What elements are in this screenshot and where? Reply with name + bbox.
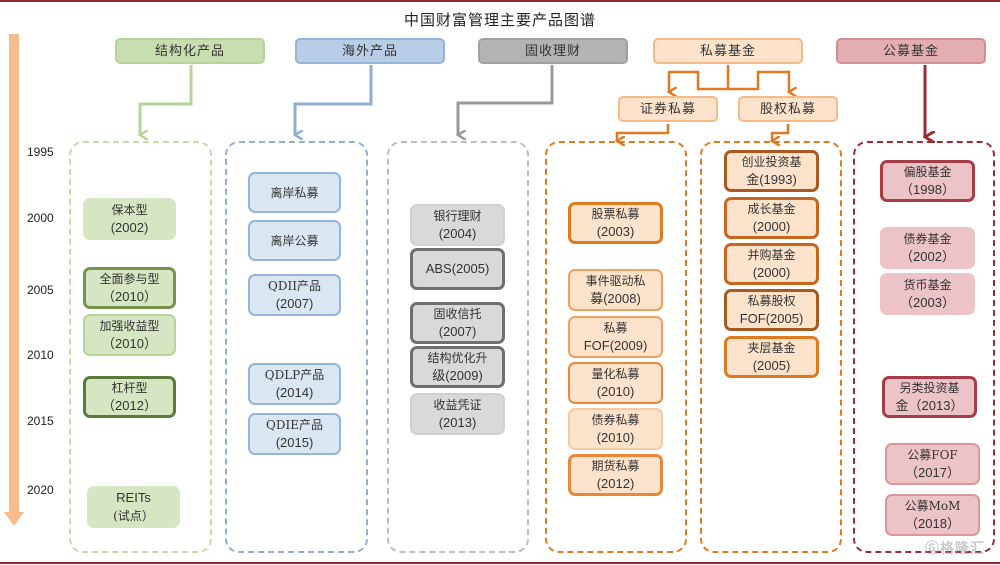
connector-overseas xyxy=(295,65,373,135)
column-fixed-income xyxy=(387,141,529,553)
product-box: REITs(试点） xyxy=(87,486,180,528)
product-box: 离岸公募 xyxy=(248,220,341,261)
column-securities-private xyxy=(545,141,687,553)
column-equity-private xyxy=(700,141,842,553)
product-box: 股票私募(2003) xyxy=(568,202,663,244)
product-box: 加强收益型（2010） xyxy=(83,314,176,356)
product-box: 全面参与型（2010） xyxy=(83,267,176,309)
connector-private-split-right xyxy=(728,70,789,92)
connector-securities-private xyxy=(617,124,670,141)
connector-private-split xyxy=(669,65,730,92)
subcategory-securities-private: 证券私募 xyxy=(618,96,718,122)
product-box: 事件驱动私募(2008) xyxy=(568,269,663,311)
product-box: 并购基金(2000) xyxy=(724,243,819,285)
category-public-fund: 公募基金 xyxy=(836,38,986,64)
connector-fixed-income xyxy=(458,65,554,135)
connector-equity-private xyxy=(772,124,790,141)
product-box: QDLP产品(2014) xyxy=(248,363,341,405)
product-box: 偏股基金（1998） xyxy=(880,160,975,202)
product-box: 离岸私募 xyxy=(248,172,341,213)
column-overseas xyxy=(225,141,368,553)
year-label: 2010 xyxy=(27,348,54,362)
column-public-fund xyxy=(853,141,995,553)
watermark-text: 格隆汇 xyxy=(940,541,985,557)
column-structured xyxy=(69,141,212,553)
timeline-arrow-shaft xyxy=(9,34,19,514)
product-box: 量化私募(2010) xyxy=(568,362,663,404)
watermark-g-icon: Ⓖ xyxy=(925,541,940,557)
product-box: 保本型(2002) xyxy=(83,198,176,240)
watermark-logo: Ⓖ格隆汇 xyxy=(925,538,985,558)
product-box: 公募MoM（2018） xyxy=(885,494,980,536)
product-box: 债券基金（2002） xyxy=(880,227,975,269)
connector-structured xyxy=(140,65,193,135)
category-structured: 结构化产品 xyxy=(115,38,265,64)
product-box: QDII产品(2007) xyxy=(248,274,341,316)
product-box: QDIE产品(2015) xyxy=(248,413,341,455)
top-border xyxy=(0,0,1000,2)
year-label: 1995 xyxy=(27,145,54,159)
category-private-fund: 私募基金 xyxy=(653,38,803,64)
product-box: 货币基金（2003） xyxy=(880,273,975,315)
product-box: 杠杆型（2012） xyxy=(83,376,176,418)
product-box: 结构优化升级(2009) xyxy=(410,346,505,388)
year-label: 2005 xyxy=(27,283,54,297)
bottom-border xyxy=(0,562,1000,564)
subcategory-equity-private: 股权私募 xyxy=(738,96,838,122)
timeline-arrow-head-icon xyxy=(4,512,24,526)
diagram-title: 中国财富管理主要产品图谱 xyxy=(403,11,596,29)
product-box: 期货私募(2012) xyxy=(568,454,663,496)
year-label: 2020 xyxy=(27,483,54,497)
product-box: 债券私募(2010) xyxy=(568,408,663,450)
product-box: 成长基金(2000) xyxy=(724,197,819,239)
product-box: 收益凭证(2013) xyxy=(410,393,505,435)
product-box: 另类投资基金（2013） xyxy=(882,376,977,418)
product-box: 银行理财(2004) xyxy=(410,204,505,246)
product-box: 创业投资基金(1993) xyxy=(724,150,819,192)
year-label: 2000 xyxy=(27,211,54,225)
product-box: 公募FOF（2017） xyxy=(885,443,980,485)
product-box: ABS(2005) xyxy=(410,248,505,290)
product-box: 固收信托(2007) xyxy=(410,302,505,344)
category-fixed-income: 固收理财 xyxy=(478,38,628,64)
product-box: 夹层基金(2005) xyxy=(724,336,819,378)
year-label: 2015 xyxy=(27,414,54,428)
category-overseas: 海外产品 xyxy=(295,38,445,64)
